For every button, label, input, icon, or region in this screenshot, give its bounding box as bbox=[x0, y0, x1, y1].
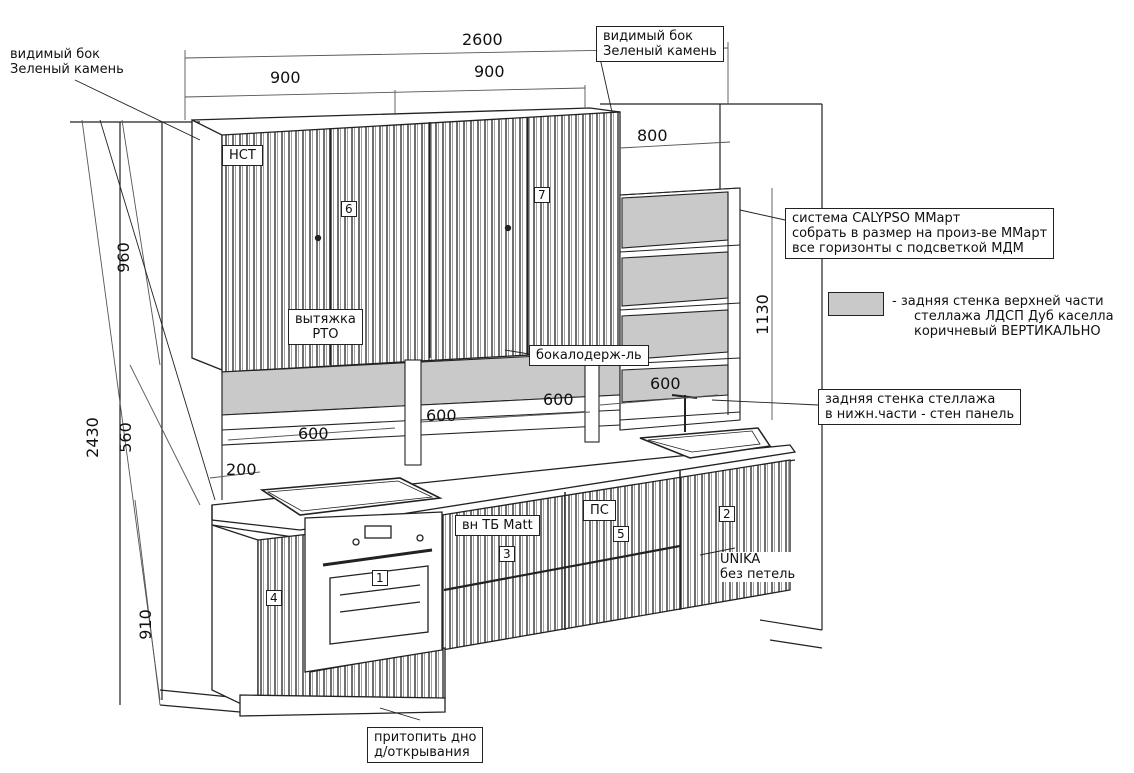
note-bottom-line2: д/открывания bbox=[374, 745, 470, 760]
marker-3: 3 bbox=[499, 546, 515, 562]
marker-2: 2 bbox=[719, 506, 735, 522]
dim-upper-right-width: 900 bbox=[474, 62, 505, 81]
note-unika-line2: без петель bbox=[720, 567, 796, 582]
dim-shelf-height: 1130 bbox=[752, 294, 772, 335]
note-calypso-line1: система CALYPSO ММарт bbox=[792, 211, 961, 226]
note-visible-side-top-line2: Зеленый камень bbox=[603, 44, 717, 59]
note-legend-line2: стеллажа ЛДСП Дуб каселла bbox=[914, 309, 1114, 324]
note-visible-side-left: видимый бок Зеленый камень bbox=[10, 47, 124, 77]
dim-backsplash-height: 560 bbox=[115, 422, 135, 453]
note-lower-back-panel: задняя стенка стеллажа в нижн.части - ст… bbox=[818, 389, 1022, 425]
dim-total-height: 2430 bbox=[82, 417, 102, 458]
note-ps: ПС bbox=[583, 500, 616, 521]
note-calypso: система CALYPSO ММарт собрать в размер н… bbox=[785, 208, 1055, 259]
note-legend-line1: - задняя стенка верхней части bbox=[892, 294, 1104, 309]
note-hood-line1: вытяжка bbox=[295, 312, 356, 327]
note-legend: - задняя стенка верхней части стеллажа Л… bbox=[892, 294, 1114, 339]
note-calypso-line3: все горизонты с подсветкой МДМ bbox=[792, 241, 1024, 256]
base-cabinets bbox=[211, 459, 791, 717]
note-unika: UNIKA без петель bbox=[720, 552, 796, 582]
note-handle: вн ТБ Matt bbox=[455, 515, 540, 536]
room-walls bbox=[70, 103, 823, 713]
dim-niche-600-a: 600 bbox=[298, 424, 329, 443]
dim-upper-left-width: 900 bbox=[270, 68, 301, 87]
marker-6: 6 bbox=[341, 201, 357, 217]
marker-5: 5 bbox=[613, 526, 629, 542]
dim-total-width: 2600 bbox=[462, 30, 503, 49]
dim-niche-600-c: 600 bbox=[543, 390, 574, 409]
note-visible-side-top-line1: видимый бок bbox=[603, 29, 694, 44]
marker-4: 4 bbox=[266, 590, 282, 606]
countertop bbox=[211, 394, 797, 539]
note-lower-back-panel-line2: в нижн.части - стен панель bbox=[825, 407, 1015, 422]
dim-upper-height: 960 bbox=[113, 242, 133, 273]
note-visible-side-left-line1: видимый бок bbox=[10, 47, 101, 62]
dim-niche-600-d: 600 bbox=[650, 374, 681, 393]
backsplash bbox=[221, 351, 621, 500]
note-hood: вытяжка РТО bbox=[288, 309, 363, 345]
note-glass-holder: бокалодерж-ль bbox=[529, 345, 649, 366]
note-unika-line1: UNIKA bbox=[720, 552, 761, 567]
note-calypso-line2: собрать в размер на произ-ве ММарт bbox=[792, 226, 1048, 241]
marker-7: 7 bbox=[534, 187, 550, 203]
note-visible-side-left-line2: Зеленый камень bbox=[10, 62, 124, 77]
legend-swatch bbox=[828, 292, 884, 316]
dim-base-height: 910 bbox=[135, 609, 155, 640]
note-hood-line2: РТО bbox=[312, 327, 339, 342]
marker-1: 1 bbox=[372, 570, 388, 586]
dimension-lines bbox=[81, 42, 773, 706]
dim-shelf-width: 800 bbox=[637, 126, 668, 145]
note-visible-side-top: видимый бок Зеленый камень bbox=[596, 26, 724, 62]
note-bottom-line1: притопить дно bbox=[374, 730, 477, 745]
note-bottom: притопить дно д/открывания bbox=[367, 727, 484, 763]
upper-cabinets bbox=[191, 107, 621, 373]
note-lower-back-panel-line1: задняя стенка стеллажа bbox=[825, 392, 996, 407]
leader-lines bbox=[74, 57, 819, 721]
note-nst: НСТ bbox=[222, 145, 263, 166]
dim-niche-600-b: 600 bbox=[426, 406, 457, 425]
dim-gap-200: 200 bbox=[226, 460, 257, 479]
open-shelving bbox=[619, 187, 741, 431]
note-legend-line3: коричневый ВЕРТИКАЛЬНО bbox=[914, 324, 1101, 339]
oven bbox=[304, 511, 443, 673]
